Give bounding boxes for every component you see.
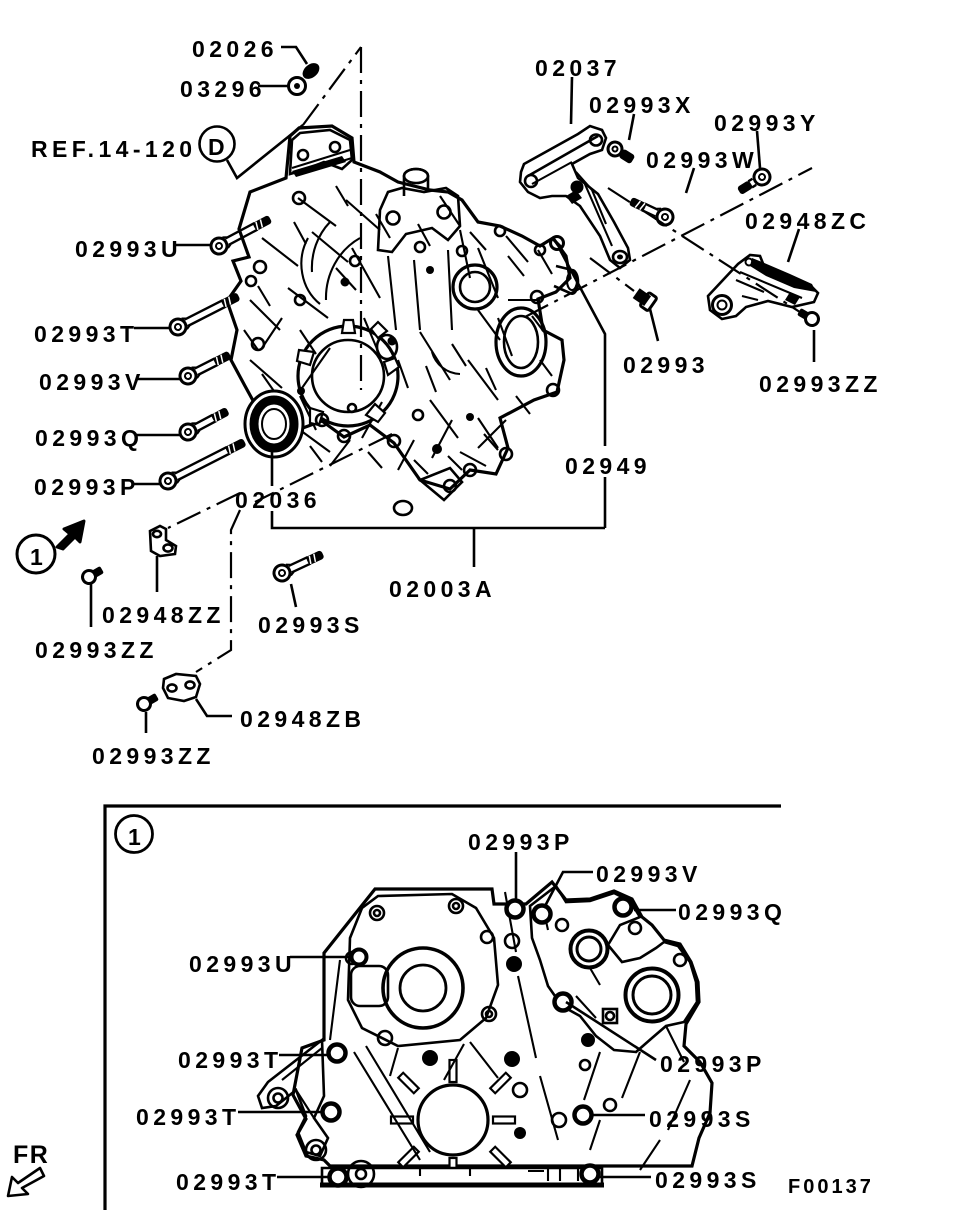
svg-text:02993X: 02993X — [589, 92, 695, 118]
svg-text:02036: 02036 — [235, 487, 321, 513]
svg-text:FR: FR — [13, 1141, 49, 1169]
svg-text:1: 1 — [30, 544, 47, 570]
svg-text:02993S: 02993S — [258, 612, 364, 638]
svg-text:D: D — [208, 134, 229, 160]
svg-text:02993T: 02993T — [34, 321, 138, 347]
svg-text:1: 1 — [128, 824, 145, 850]
svg-text:02037: 02037 — [535, 55, 621, 81]
svg-text:02993S: 02993S — [649, 1106, 755, 1132]
svg-text:02993Y: 02993Y — [714, 110, 820, 136]
svg-text:02993W: 02993W — [646, 147, 758, 173]
svg-text:02993T: 02993T — [178, 1047, 282, 1073]
svg-text:02993ZZ: 02993ZZ — [759, 371, 882, 397]
svg-text:02993V: 02993V — [596, 861, 702, 887]
svg-text:02003A: 02003A — [389, 576, 496, 602]
svg-text:02993ZZ: 02993ZZ — [35, 637, 158, 663]
svg-text:F00137: F00137 — [788, 1176, 874, 1198]
svg-text:02993U: 02993U — [75, 236, 182, 262]
svg-text:03296: 03296 — [180, 76, 266, 102]
svg-text:02993P: 02993P — [34, 474, 140, 500]
svg-text:02993T: 02993T — [176, 1169, 280, 1195]
svg-text:02993Q: 02993Q — [35, 425, 143, 451]
svg-text:02993T: 02993T — [136, 1104, 240, 1130]
svg-text:REF.14-120: REF.14-120 — [31, 136, 196, 162]
svg-text:02949: 02949 — [565, 453, 651, 479]
svg-text:02026: 02026 — [192, 36, 278, 62]
svg-text:02993: 02993 — [623, 352, 709, 378]
svg-text:02948ZZ: 02948ZZ — [102, 602, 225, 628]
svg-text:02993U: 02993U — [189, 951, 296, 977]
svg-text:02993P: 02993P — [468, 829, 574, 855]
svg-text:02993P: 02993P — [660, 1051, 766, 1077]
svg-text:02948ZC: 02948ZC — [745, 208, 870, 234]
svg-text:02993ZZ: 02993ZZ — [92, 743, 215, 769]
svg-text:02993S: 02993S — [655, 1167, 761, 1193]
svg-text:02993V: 02993V — [39, 369, 145, 395]
svg-text:02993Q: 02993Q — [678, 899, 786, 925]
svg-text:02948ZB: 02948ZB — [240, 706, 365, 732]
